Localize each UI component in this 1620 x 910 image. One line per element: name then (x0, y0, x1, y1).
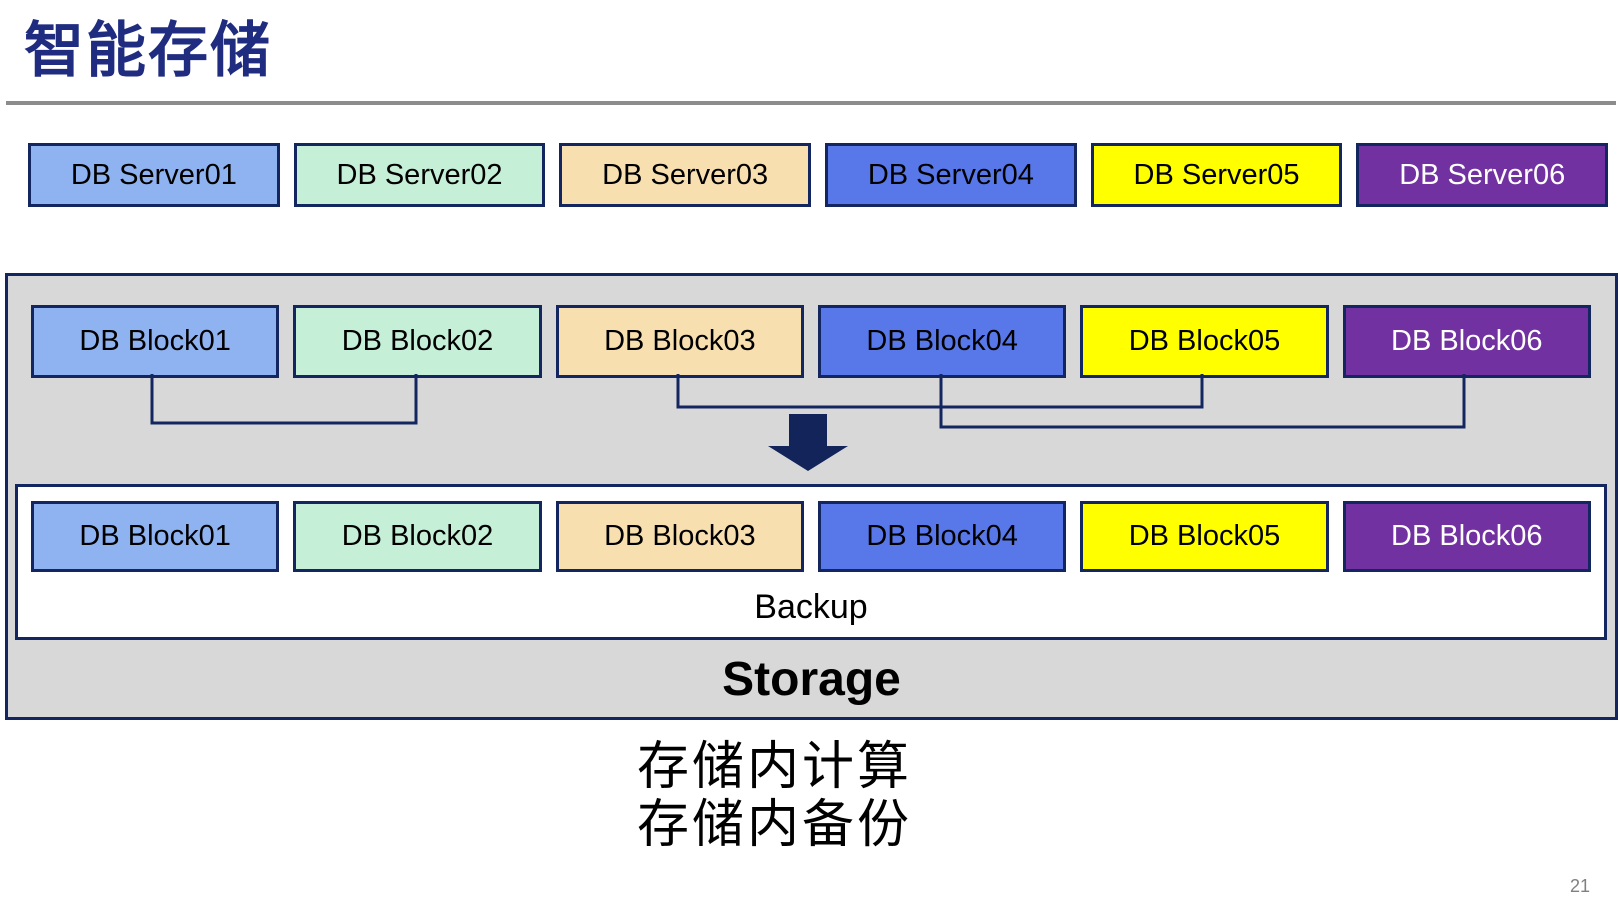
title-divider (6, 101, 1616, 105)
storage-panel: DB Block01 DB Block02 DB Block03 DB Bloc… (5, 273, 1618, 720)
page-title: 智能存储 (24, 17, 272, 84)
backup-label: Backup (754, 587, 868, 626)
backup-block-box: DB Block04 (817, 501, 1067, 572)
caption-line-2: 存储内备份 (637, 796, 913, 854)
backup-block-box: DB Block05 (1080, 501, 1329, 572)
backup-block-box: DB Block01 (31, 501, 280, 572)
server-box: DB Server05 (1090, 143, 1343, 207)
block-box: DB Block05 (1080, 305, 1329, 378)
server-box: DB Server02 (293, 143, 546, 207)
block-box: DB Block06 (1342, 305, 1591, 378)
backup-block-box: DB Block06 (1342, 501, 1591, 572)
page-number: 21 (1569, 876, 1590, 896)
block-box: DB Block04 (817, 305, 1067, 378)
block-row: DB Block01 DB Block02 DB Block03 DB Bloc… (31, 305, 1591, 378)
storage-label: Storage (722, 652, 901, 706)
server-box: DB Server01 (28, 143, 280, 207)
block-box: DB Block02 (293, 305, 542, 378)
server-box: DB Server03 (559, 143, 812, 207)
server-box: DB Server06 (1356, 143, 1609, 207)
backup-panel: DB Block01 DB Block02 DB Block03 DB Bloc… (15, 484, 1607, 640)
backup-block-row: DB Block01 DB Block02 DB Block03 DB Bloc… (31, 501, 1591, 572)
backup-block-box: DB Block03 (555, 501, 804, 572)
server-row: DB Server01 DB Server02 DB Server03 DB S… (28, 143, 1609, 207)
block-box: DB Block01 (31, 305, 280, 378)
backup-block-box: DB Block02 (293, 501, 542, 572)
block-box: DB Block03 (555, 305, 804, 378)
caption-text: 存储内计算 存储内备份 (637, 738, 912, 854)
caption-line-1: 存储内计算 (637, 738, 913, 796)
server-box: DB Server04 (825, 143, 1077, 207)
